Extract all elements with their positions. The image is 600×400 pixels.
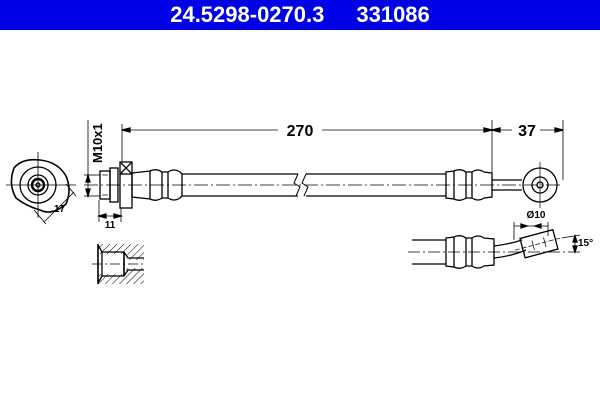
- part-number: 24.5298-0270.3: [170, 2, 325, 27]
- end-length-label: 37: [518, 123, 536, 140]
- thread-label: M10x1: [90, 123, 105, 163]
- side-view-hose: 270 37 M10x1 11: [84, 120, 564, 231]
- eye-diameter-label: Ø10: [527, 210, 546, 221]
- section-view-port: [92, 244, 146, 284]
- bent-eye-detail: Ø10 15°: [408, 210, 593, 269]
- ref-number: 331086: [356, 2, 430, 27]
- wrench-size-label: 17: [54, 204, 66, 215]
- length-label: 270: [287, 123, 314, 140]
- title-bar: 24.5298-0270.3 331086: [0, 0, 600, 30]
- end-view-fitting: 17: [6, 152, 77, 225]
- angle-label: 15°: [578, 238, 593, 249]
- fitting-length-label: 11: [105, 220, 116, 231]
